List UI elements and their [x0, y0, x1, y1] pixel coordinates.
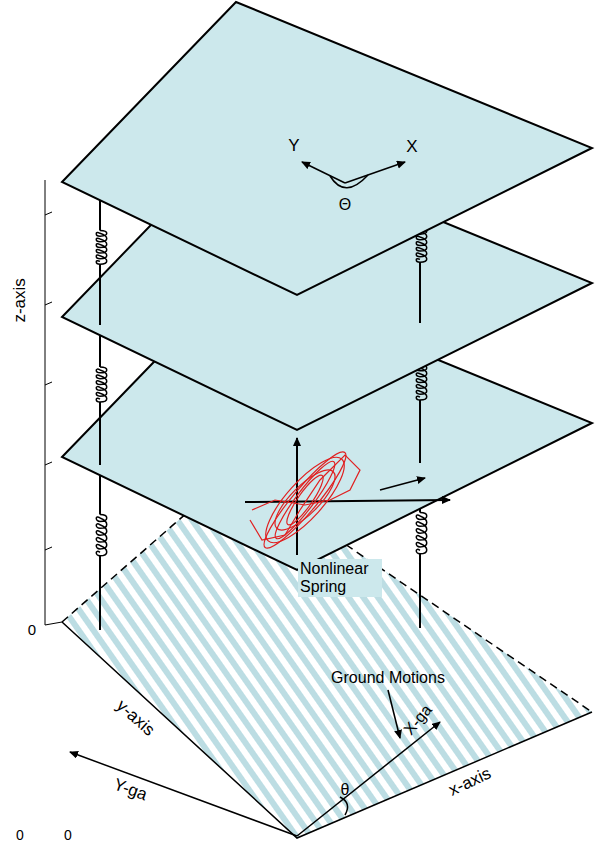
text-label: Y	[288, 137, 299, 156]
text-label: Y-ga	[111, 775, 150, 804]
spring	[96, 367, 107, 402]
text-label: X	[406, 138, 417, 157]
ground-edge	[62, 622, 592, 838]
text-label: Ground Motions	[331, 669, 445, 687]
spring	[96, 231, 107, 265]
axis-label: z-axis	[11, 278, 30, 322]
spring	[96, 515, 107, 556]
axis-label: x-axis	[446, 764, 494, 800]
ground-motion-arrows	[70, 690, 440, 836]
text-label: X-ga	[400, 701, 435, 738]
hysteresis	[245, 438, 450, 555]
floor-plate	[62, 2, 592, 295]
z-axis-line	[45, 180, 62, 625]
text-label: θ	[341, 781, 350, 799]
text-label: Θ	[339, 196, 351, 214]
spring-label: Nonlinear Spring	[298, 559, 382, 596]
text-label: 0	[64, 828, 72, 843]
axis-label: y-axis	[112, 696, 158, 740]
text-label: 0	[28, 622, 36, 639]
local-axes	[302, 162, 405, 188]
spring	[416, 513, 427, 554]
text-label: 0	[16, 828, 24, 843]
